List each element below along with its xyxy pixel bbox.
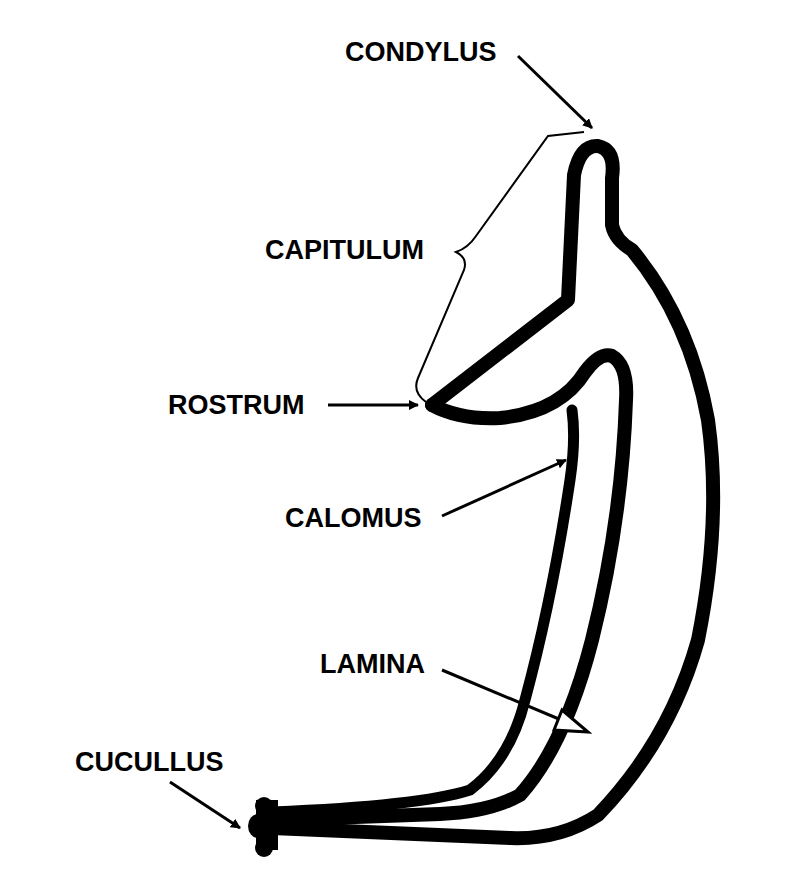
calomus-inner-line (272, 410, 574, 812)
part-label: CALOMUS (285, 502, 422, 534)
cucullus-knob (248, 797, 278, 857)
part-label: CONDYLUS (345, 36, 497, 68)
hollow-leader-arrow (442, 670, 588, 732)
capitulum-bracket (416, 132, 584, 402)
part-label: CUCULLUS (75, 746, 224, 778)
leader-arrow (442, 460, 566, 516)
leader-arrow (328, 404, 418, 407)
part-label: LAMINA (320, 648, 425, 680)
rostrum-lower-outline (272, 355, 626, 820)
leader-arrow (518, 56, 592, 128)
part-label: ROSTRUM (168, 389, 305, 421)
leader-arrow (170, 782, 240, 828)
part-label: CAPITULUM (265, 234, 424, 266)
